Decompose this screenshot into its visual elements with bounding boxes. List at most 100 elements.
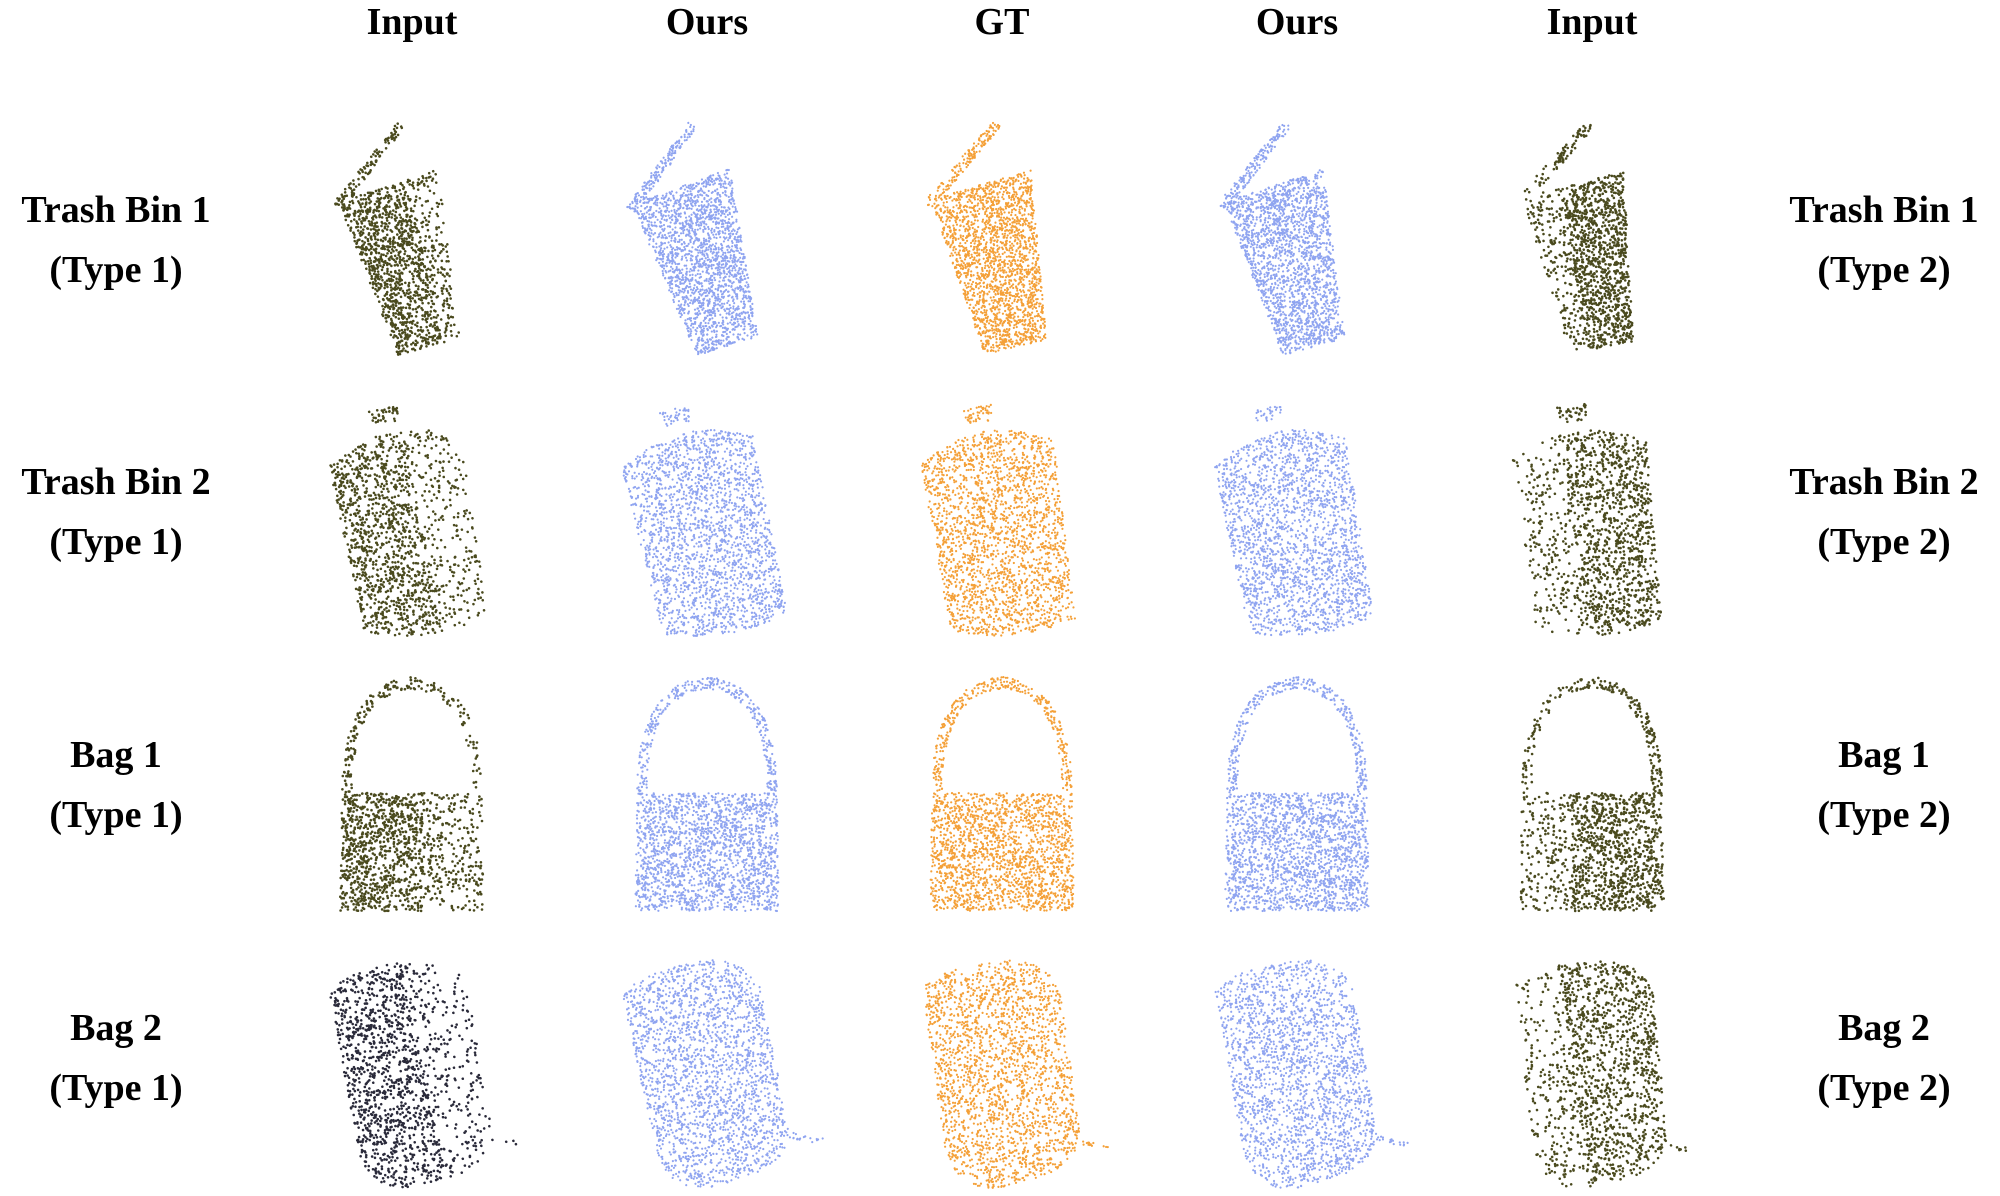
point — [740, 300, 743, 303]
point — [1011, 249, 1014, 252]
point — [421, 258, 424, 261]
point — [713, 208, 716, 211]
point — [710, 201, 713, 204]
point — [971, 283, 974, 286]
point — [390, 271, 393, 274]
point — [743, 325, 746, 328]
point — [702, 325, 705, 328]
point — [1017, 180, 1020, 183]
point — [411, 297, 414, 300]
point — [702, 185, 705, 188]
point — [444, 279, 447, 282]
point — [1031, 311, 1034, 314]
point — [964, 258, 967, 261]
point — [411, 258, 414, 261]
point — [942, 188, 945, 191]
point — [364, 198, 367, 201]
point — [946, 201, 949, 204]
point — [369, 206, 372, 209]
point — [379, 264, 382, 267]
point — [711, 267, 714, 270]
point — [693, 284, 696, 287]
point — [668, 210, 671, 213]
row-label-left-1: Trash Bin 1 (Type 1) — [0, 180, 236, 300]
point — [724, 232, 727, 235]
point — [988, 303, 991, 306]
point — [690, 213, 693, 216]
point — [440, 318, 443, 321]
point — [672, 299, 675, 302]
point — [981, 220, 984, 223]
point — [440, 289, 443, 292]
point — [694, 228, 697, 231]
point — [975, 145, 978, 148]
point — [421, 318, 424, 321]
point — [650, 221, 653, 224]
point — [728, 304, 731, 307]
point — [959, 249, 962, 252]
point — [431, 339, 434, 342]
point — [719, 313, 722, 316]
point — [432, 170, 435, 173]
point — [1023, 171, 1026, 174]
point — [1009, 297, 1012, 300]
point — [1012, 244, 1015, 247]
point — [699, 273, 702, 276]
point — [362, 228, 365, 231]
point — [714, 312, 717, 315]
point — [1009, 236, 1012, 239]
point — [690, 130, 693, 133]
point — [691, 246, 694, 249]
point — [720, 206, 723, 209]
point — [385, 254, 388, 257]
point-cloud-svg — [272, 118, 552, 378]
point — [717, 172, 720, 175]
point — [363, 194, 366, 197]
point — [1007, 266, 1010, 269]
point — [1009, 241, 1012, 244]
point — [715, 343, 718, 346]
point — [387, 310, 390, 313]
point — [1034, 223, 1037, 226]
point — [426, 185, 429, 188]
point — [390, 216, 393, 219]
point — [980, 340, 983, 343]
point — [717, 293, 720, 296]
point — [655, 210, 658, 213]
point — [713, 236, 716, 239]
point — [961, 155, 964, 158]
point — [722, 191, 725, 194]
point — [418, 197, 421, 200]
point — [999, 280, 1002, 283]
point — [661, 194, 664, 197]
point — [432, 257, 435, 260]
point — [428, 189, 431, 192]
point — [678, 239, 681, 242]
point — [719, 236, 722, 239]
point — [718, 280, 721, 283]
point — [718, 322, 721, 325]
point — [962, 171, 965, 174]
point — [638, 194, 641, 197]
point — [714, 299, 717, 302]
point — [724, 216, 727, 219]
point — [359, 194, 362, 197]
row-label-name: Trash Bin 2 — [1764, 452, 2000, 512]
point — [386, 225, 389, 228]
point — [389, 283, 392, 286]
point — [712, 233, 715, 236]
point — [414, 332, 417, 335]
point — [732, 333, 735, 336]
point — [445, 250, 448, 253]
point — [687, 122, 690, 125]
point — [973, 235, 976, 238]
row-label-type: (Type 2) — [1764, 512, 2000, 572]
point — [425, 345, 428, 348]
point — [692, 128, 695, 131]
point — [1023, 213, 1026, 216]
point — [707, 190, 710, 193]
point — [375, 189, 378, 192]
point — [984, 264, 987, 267]
point — [726, 273, 729, 276]
point — [740, 263, 743, 266]
